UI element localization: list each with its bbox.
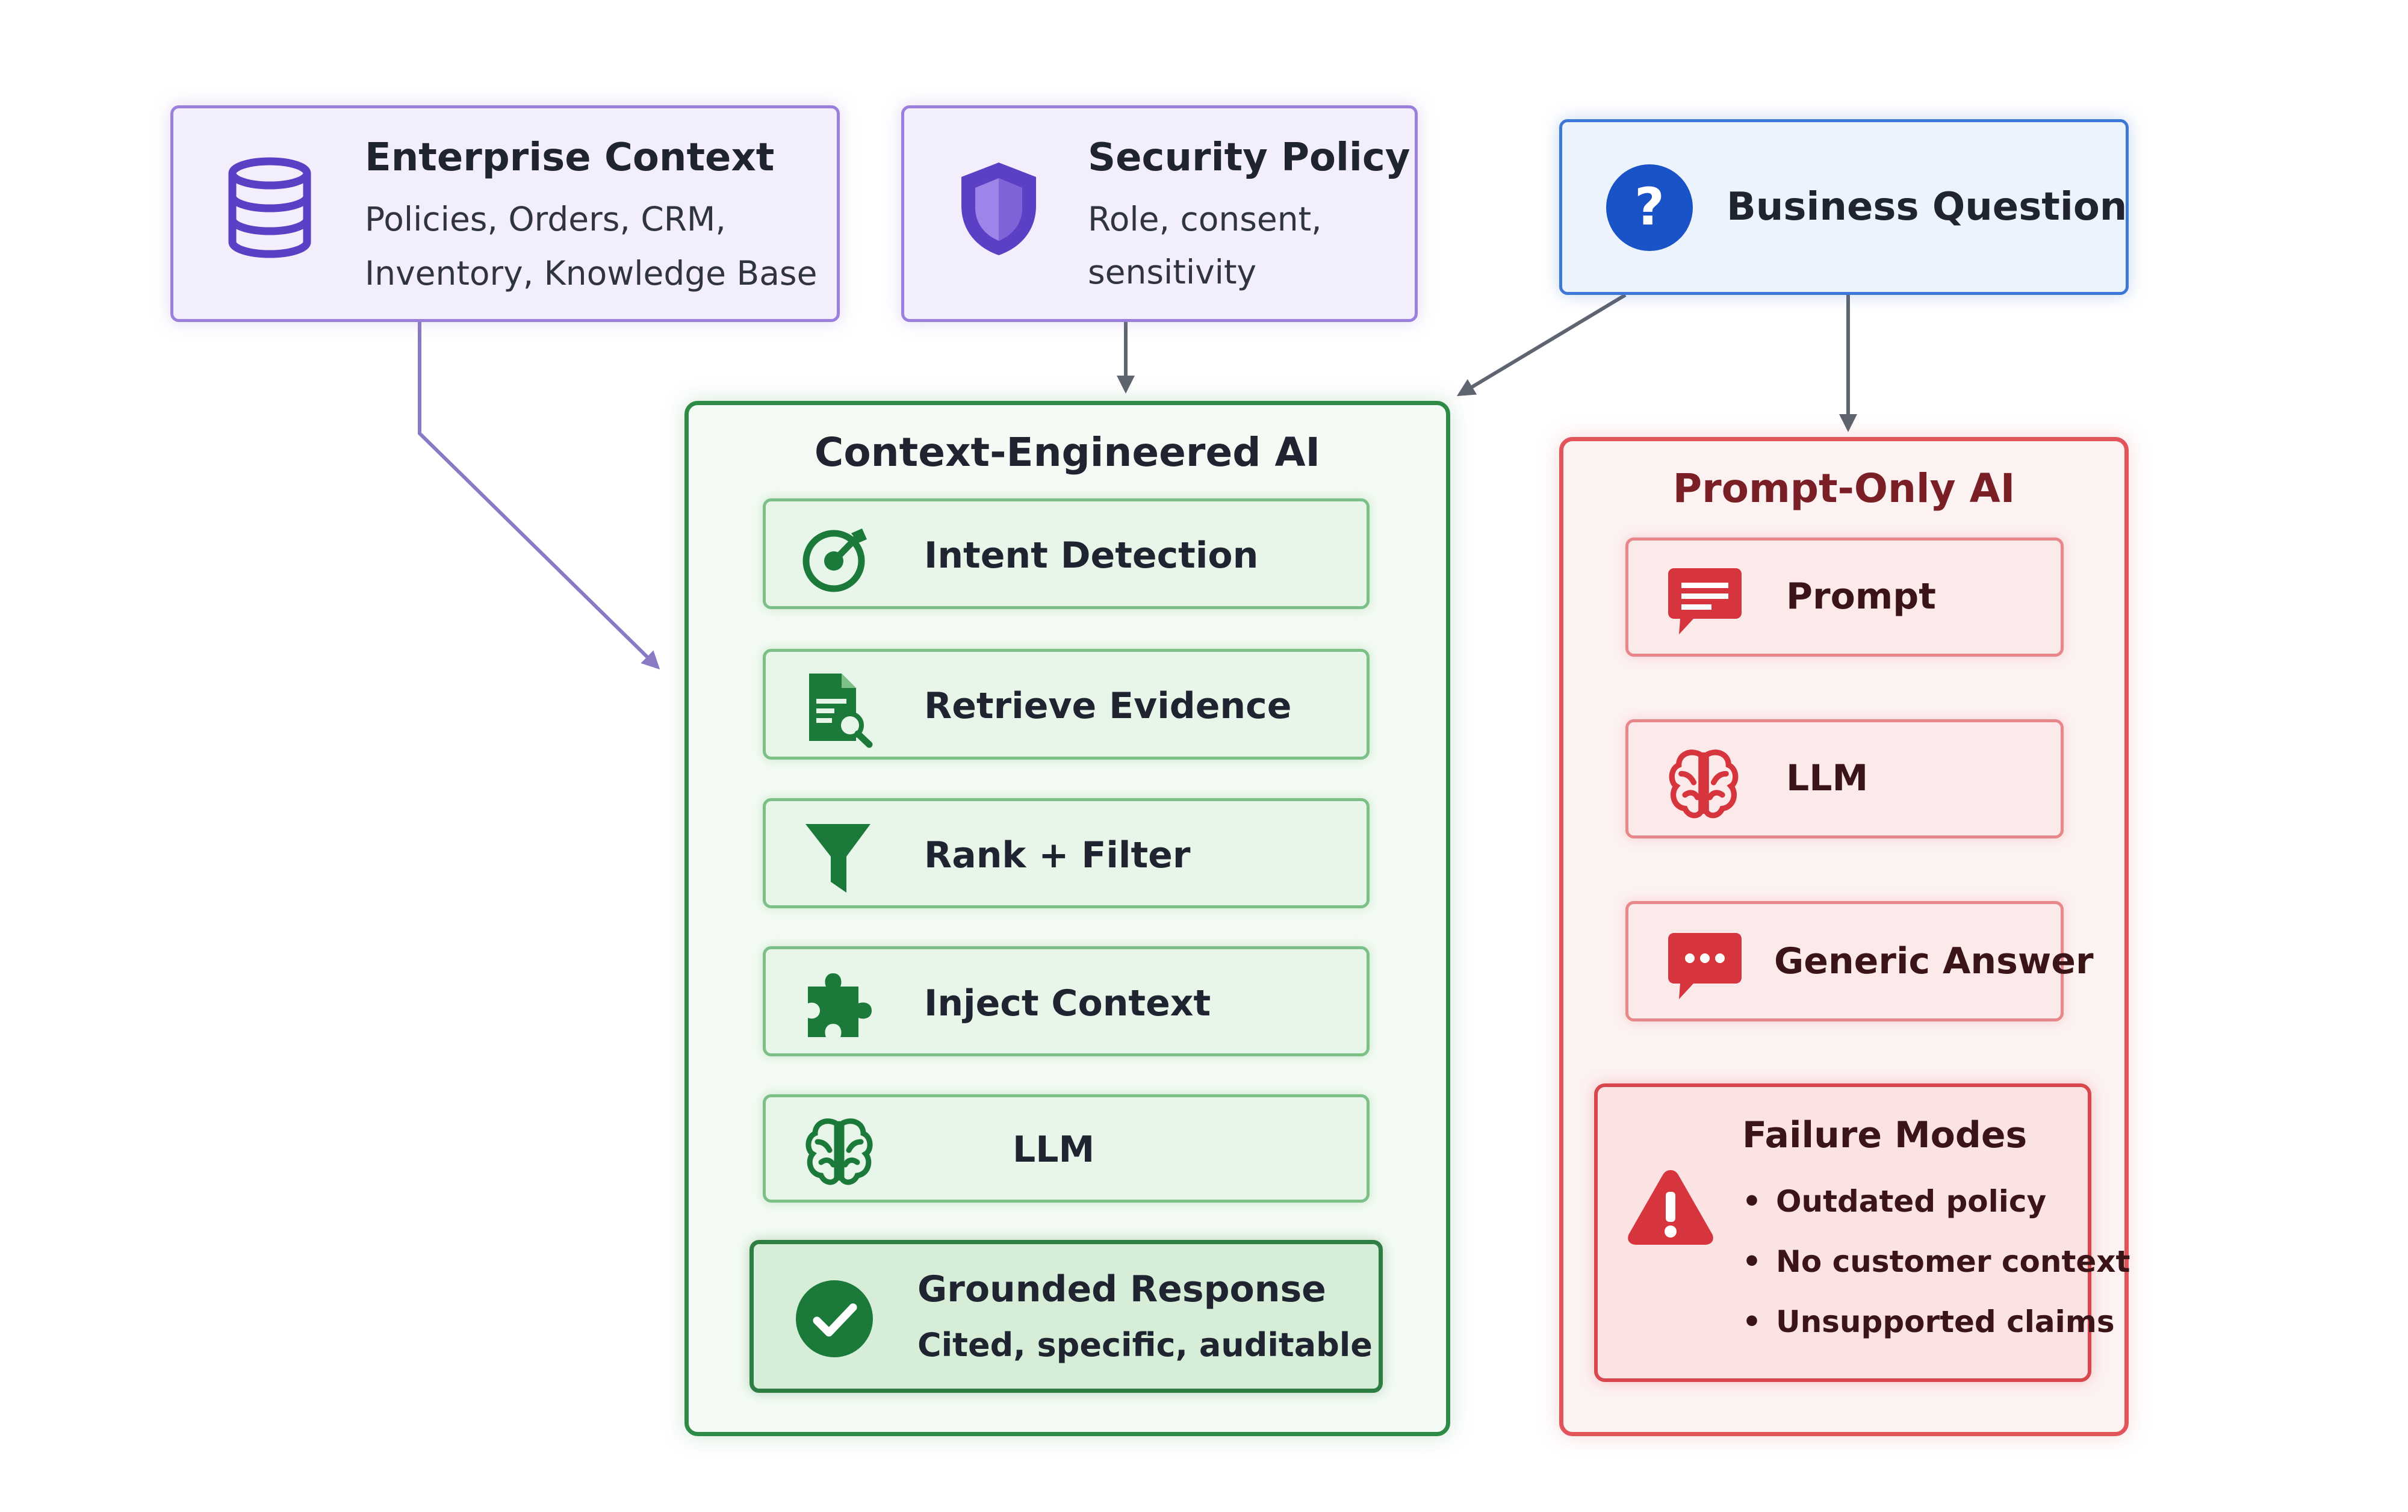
step-inject-context: Inject Context	[763, 946, 1370, 1056]
failure-mode-item: Outdated policy	[1742, 1171, 2130, 1232]
security-policy-box: Security Policy Role, consent, sensitivi…	[901, 105, 1418, 322]
prompt-only-title: Prompt-Only AI	[1672, 465, 2015, 512]
failure-mode-item: Unsupported claims	[1742, 1292, 2130, 1352]
security-policy-desc-line2: sensitivity	[1088, 253, 1257, 291]
target-icon	[802, 528, 867, 592]
brain-icon	[1669, 749, 1739, 819]
step-retrieve-evidence: Retrieve Evidence	[763, 649, 1370, 760]
arrow-question-to-context-ai	[1456, 293, 1627, 397]
step-llm-prompt: LLM	[1625, 719, 2064, 838]
arrow-enterprise-to-context-ai	[418, 322, 660, 670]
step-retrieve-evidence-label: Retrieve Evidence	[924, 685, 1292, 727]
step-prompt-label: Prompt	[1786, 575, 1936, 618]
step-generic-answer: Generic Answer	[1625, 901, 2094, 1021]
svg-text:?: ?	[1634, 177, 1665, 237]
grounded-response-box: Grounded Response Cited, specific, audit…	[749, 1240, 1383, 1393]
question-circle-icon: ?	[1606, 164, 1693, 251]
security-policy-desc-line1: Role, consent,	[1088, 200, 1322, 238]
document-search-icon	[809, 674, 873, 748]
step-rank-filter-label: Rank + Filter	[924, 834, 1191, 876]
failure-modes-list: Outdated policy No customer context Unsu…	[1742, 1171, 2130, 1352]
grounded-response-subtitle: Cited, specific, auditable	[917, 1326, 1373, 1364]
chat-dots-icon	[1668, 933, 1742, 999]
business-question-title: Business Question	[1727, 185, 2127, 229]
business-question-box: ? Business Question	[1559, 119, 2129, 295]
failure-modes-title: Failure Modes	[1742, 1114, 2028, 1156]
step-intent-detection-label: Intent Detection	[924, 534, 1259, 577]
step-llm-context-label: LLM	[1013, 1129, 1095, 1171]
grounded-response-title: Grounded Response	[917, 1268, 1326, 1310]
enterprise-context-desc-line2: Inventory, Knowledge Base	[365, 254, 818, 293]
step-prompt: Prompt	[1625, 538, 2064, 657]
step-llm-context: LLM	[763, 1094, 1370, 1203]
context-engineered-title: Context-Engineered AI	[814, 429, 1321, 476]
failure-modes-box: Failure Modes Outdated policy No custome…	[1594, 1083, 2130, 1382]
enterprise-context-title: Enterprise Context	[365, 135, 775, 180]
shield-icon	[961, 163, 1036, 255]
brain-icon	[805, 1118, 873, 1185]
step-rank-filter: Rank + Filter	[763, 798, 1370, 908]
failure-mode-item: No customer context	[1742, 1232, 2130, 1292]
chat-bubble-icon	[1668, 568, 1742, 634]
check-circle-icon	[796, 1280, 873, 1357]
enterprise-context-box: Enterprise Context Policies, Orders, CRM…	[170, 105, 840, 322]
database-icon	[228, 157, 311, 258]
funnel-icon	[805, 824, 870, 893]
puzzle-icon	[808, 973, 872, 1037]
step-llm-prompt-label: LLM	[1786, 757, 1869, 799]
step-intent-detection: Intent Detection	[763, 498, 1370, 609]
warning-triangle-icon	[1628, 1170, 1713, 1245]
security-policy-title: Security Policy	[1088, 135, 1410, 180]
step-inject-context-label: Inject Context	[924, 982, 1211, 1024]
step-generic-answer-label: Generic Answer	[1774, 940, 2094, 982]
enterprise-context-desc-line1: Policies, Orders, CRM,	[365, 200, 726, 238]
